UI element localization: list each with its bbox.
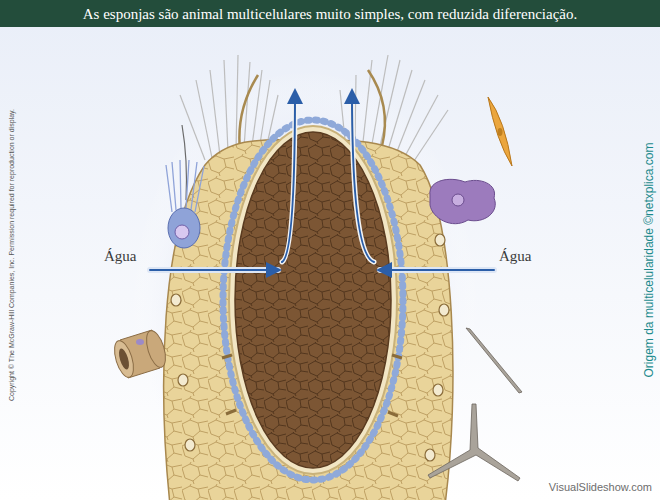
watermark: Origem da multicelularidade ©netxplica.c… xyxy=(643,143,657,378)
water-arrows xyxy=(282,92,295,262)
spongocoel xyxy=(229,126,397,474)
spicule-hairs xyxy=(210,70,220,156)
spicule-hairs xyxy=(224,60,228,152)
spicule-hairs xyxy=(196,80,212,158)
amoebocyte xyxy=(430,179,495,223)
triactine-spicule xyxy=(428,404,520,481)
slide-title: As esponjas são animal multicelulares mu… xyxy=(83,6,577,23)
porocyte xyxy=(136,339,144,345)
water-arrows xyxy=(380,267,494,273)
spindle-cell xyxy=(488,97,512,166)
pores xyxy=(435,234,445,246)
pores xyxy=(178,374,188,386)
spicule-hairs xyxy=(404,95,438,158)
copyright-note: Copyright © The McGraw-Hill Companies, I… xyxy=(8,109,16,401)
spongocoel xyxy=(223,120,403,480)
spicule-hairs xyxy=(368,70,385,146)
spicule-hairs xyxy=(239,75,258,150)
spicule-hairs xyxy=(396,80,425,154)
spicule-hairs xyxy=(355,75,356,140)
pores xyxy=(425,449,435,461)
watermark-holder: Origem da multicelularidade ©netxplica.c… xyxy=(639,143,657,378)
amoebocyte xyxy=(430,179,495,223)
watermark-holder: VisualSlideshow.com xyxy=(549,477,652,495)
water-label: Água xyxy=(104,248,137,265)
triactine-spicule xyxy=(428,404,520,481)
water-arrows xyxy=(380,269,494,271)
water-arrows xyxy=(352,92,374,262)
copyright-note-holder: Copyright © The McGraw-Hill Companies, I… xyxy=(0,109,18,401)
amoebocyte xyxy=(452,194,464,206)
porocyte xyxy=(117,347,131,370)
spicule-hairs xyxy=(260,80,270,144)
spongocoel xyxy=(235,132,391,468)
water-arrows xyxy=(282,92,295,262)
choanocyte xyxy=(168,208,200,248)
title-banner xyxy=(0,0,660,27)
title-banner xyxy=(0,0,660,27)
spongocoel xyxy=(223,120,403,480)
pores xyxy=(185,439,195,451)
choanocyte xyxy=(166,160,204,212)
choanocyte xyxy=(175,225,189,239)
pores xyxy=(439,304,449,316)
water-label-holder: Água xyxy=(499,247,532,265)
pores xyxy=(222,355,402,416)
pores xyxy=(433,384,443,396)
spicule-hairs xyxy=(388,70,412,150)
pores xyxy=(171,294,181,306)
porocyte xyxy=(143,328,169,369)
spicule-hairs xyxy=(412,110,448,164)
slide-title-holder: As esponjas são animal multicelulares mu… xyxy=(83,5,577,23)
porocyte xyxy=(111,338,137,379)
porocyte xyxy=(111,328,169,379)
spicule-hairs xyxy=(236,55,238,150)
needle-spicule xyxy=(466,328,522,393)
needle-spicule xyxy=(466,328,522,393)
water-arrows xyxy=(352,92,374,262)
watermark: VisualSlideshow.com xyxy=(549,481,652,494)
water-arrows xyxy=(150,267,278,273)
background xyxy=(130,70,480,500)
spindle-cell xyxy=(498,128,503,136)
choanocyte xyxy=(166,125,204,248)
water-arrows xyxy=(150,269,278,271)
choanocyte xyxy=(182,125,187,200)
water-label-holder: Água xyxy=(104,247,137,265)
water-label: Água xyxy=(499,248,532,265)
spindle-cell xyxy=(488,97,512,166)
